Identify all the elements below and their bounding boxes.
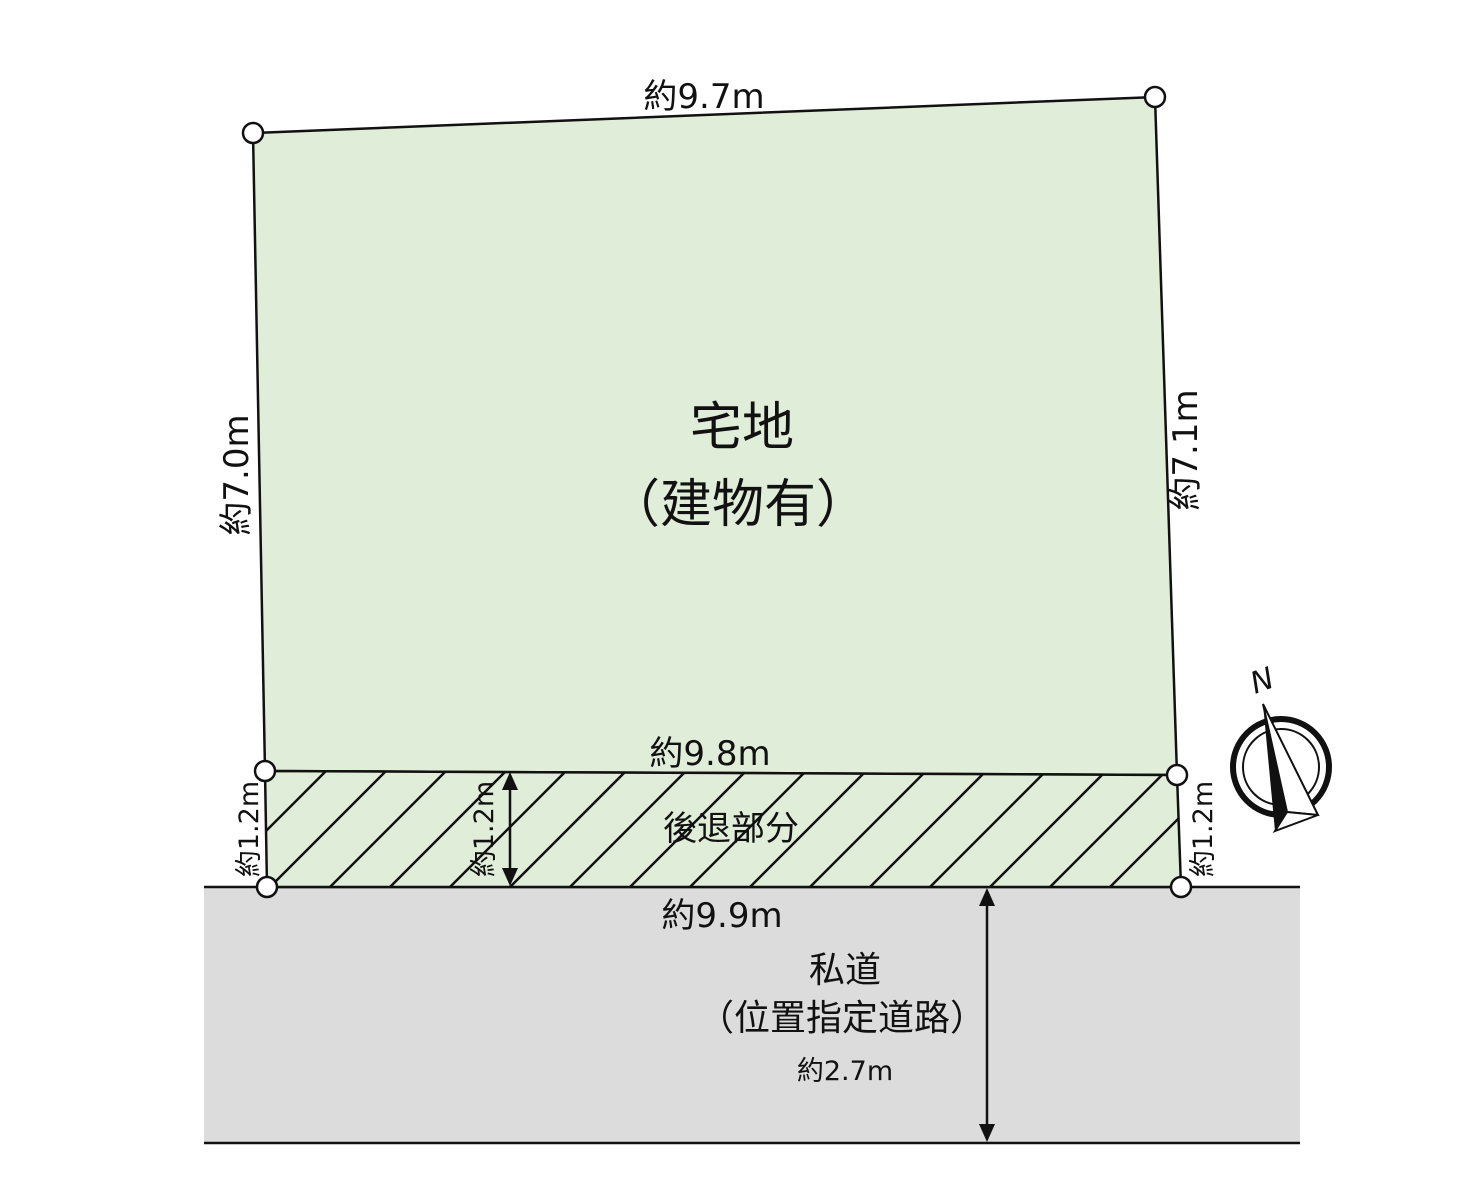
dimension-left: 約7.0m xyxy=(217,414,257,535)
corner-marker-bottom-left xyxy=(255,875,279,899)
corner-marker-mid-right xyxy=(1165,763,1189,787)
dimension-setback-right: 約1.2m xyxy=(1188,781,1219,877)
corner-marker-mid-left xyxy=(253,759,277,783)
road-width-arrow xyxy=(979,888,995,1142)
setback-depth-arrow xyxy=(502,772,518,886)
dimension-bottom: 約9.9m xyxy=(661,896,782,936)
setback-hatching xyxy=(265,771,1181,887)
lot-label-line1: 宅地 xyxy=(690,398,794,458)
boundary-markers xyxy=(241,85,1193,899)
north-label: N xyxy=(1246,661,1279,702)
private-road-area xyxy=(204,887,1300,1143)
north-arrow-icon: N xyxy=(1230,661,1332,833)
corner-marker-top-right xyxy=(1143,85,1167,109)
dimension-top: 約9.7m xyxy=(643,77,764,117)
setback-label: 後退部分 xyxy=(663,809,799,849)
dimension-setback-left: 約1.2m xyxy=(234,781,265,877)
corner-marker-top-left xyxy=(241,121,265,145)
dimension-setback-center: 約1.2m xyxy=(469,781,500,877)
corner-marker-bottom-right xyxy=(1169,875,1193,899)
road-label-line2: （位置指定道路） xyxy=(698,998,986,1039)
lot-label-line2: （建物有） xyxy=(608,475,868,535)
road-width-label: 約2.7m xyxy=(797,1056,893,1087)
dimension-right: 約7.1m xyxy=(1166,389,1206,510)
dimension-setback-top: 約9.8m xyxy=(649,734,770,774)
road-label-line1: 私道 xyxy=(809,950,881,991)
